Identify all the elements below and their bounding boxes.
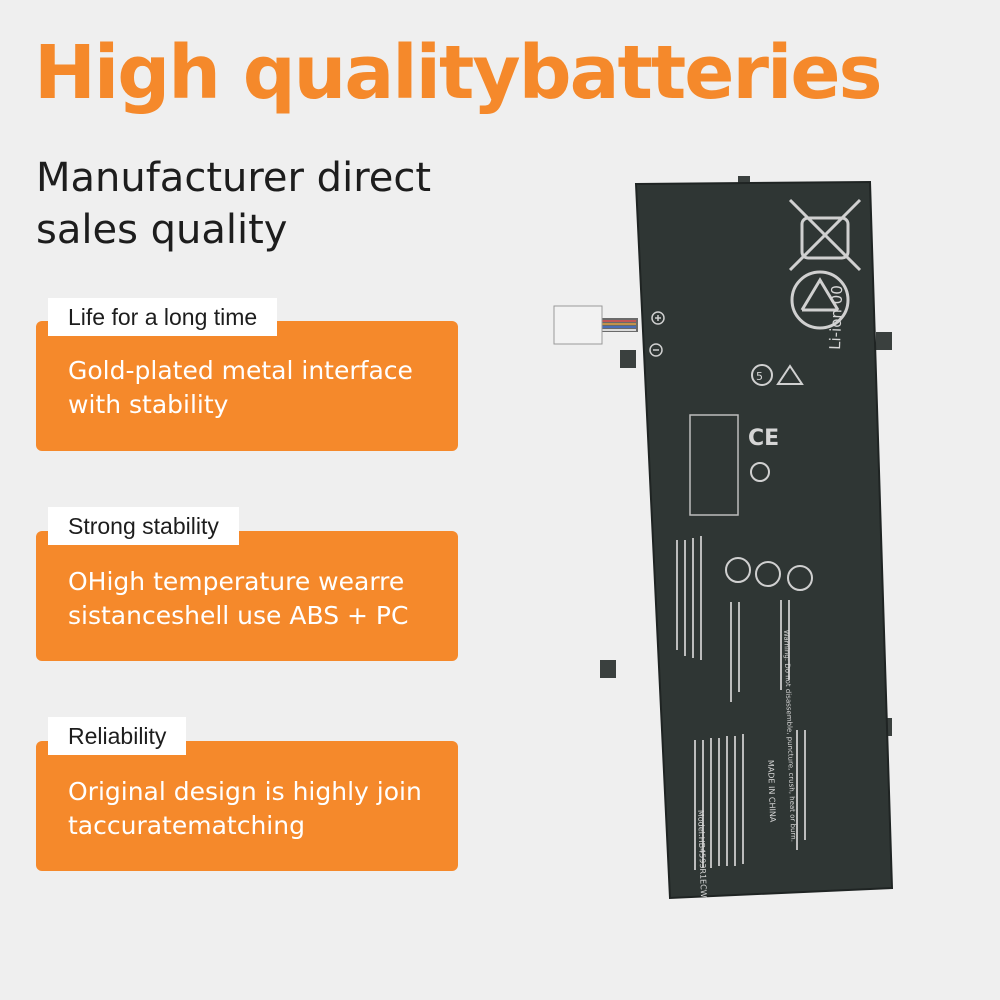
feature-card-strong-stability: Strong stability OHigh temperature wearr… — [36, 507, 458, 661]
ce-mark-icon: CE — [748, 426, 779, 451]
no-disassemble-icon — [725, 557, 751, 583]
battery-origin-text: MADE IN CHINA — [766, 760, 777, 823]
feature-tag: Life for a long time — [48, 298, 278, 336]
battery-body — [634, 180, 894, 900]
feature-card-background — [36, 531, 458, 661]
certification-mark-icon: 5 — [756, 370, 763, 383]
feature-description: Gold-plated metal interface with stabili… — [68, 356, 413, 419]
feature-card-background — [36, 741, 458, 871]
battery-illustration: Li-ion 00 5 CE — [553, 176, 894, 900]
feature-card-reliability: Reliability Original design is highly jo… — [36, 717, 458, 871]
feature-description: OHigh temperature wearre sistanceshell u… — [68, 567, 409, 630]
feature-description: Original design is highly join taccurate… — [68, 777, 422, 840]
recycle-icon — [790, 270, 850, 330]
crossed-bin-icon — [788, 198, 862, 272]
headline: High qualitybatteries — [34, 30, 883, 116]
pb-free-icon — [750, 462, 770, 482]
plus-terminal-icon — [651, 311, 665, 325]
subheadline: Manufacturer direct sales quality — [36, 155, 432, 253]
feature-card-long-life: Life for a long time Gold-plated metal i… — [36, 298, 458, 451]
feature-card-background — [36, 321, 458, 451]
connector-plug — [553, 305, 603, 345]
no-fire-icon — [755, 561, 781, 587]
fine-print-lines — [676, 536, 806, 870]
warning-label-box — [689, 414, 739, 516]
feature-tag: Reliability — [48, 717, 187, 755]
certification-mark-icon — [751, 364, 773, 386]
mounting-tab — [876, 332, 892, 350]
minus-terminal-icon — [649, 343, 663, 357]
certification-triangle-icon — [776, 364, 804, 385]
mounting-tab — [620, 350, 636, 368]
feature-tag: Strong stability — [48, 507, 239, 545]
no-water-icon — [787, 565, 813, 591]
battery-model-text: Model:HB4593R1ECW — [696, 810, 708, 898]
mounting-tab — [600, 660, 616, 678]
battery-product-image: Li-ion 00 5 CE — [540, 160, 920, 910]
chemistry-label: Li-ion 00 — [826, 285, 846, 350]
